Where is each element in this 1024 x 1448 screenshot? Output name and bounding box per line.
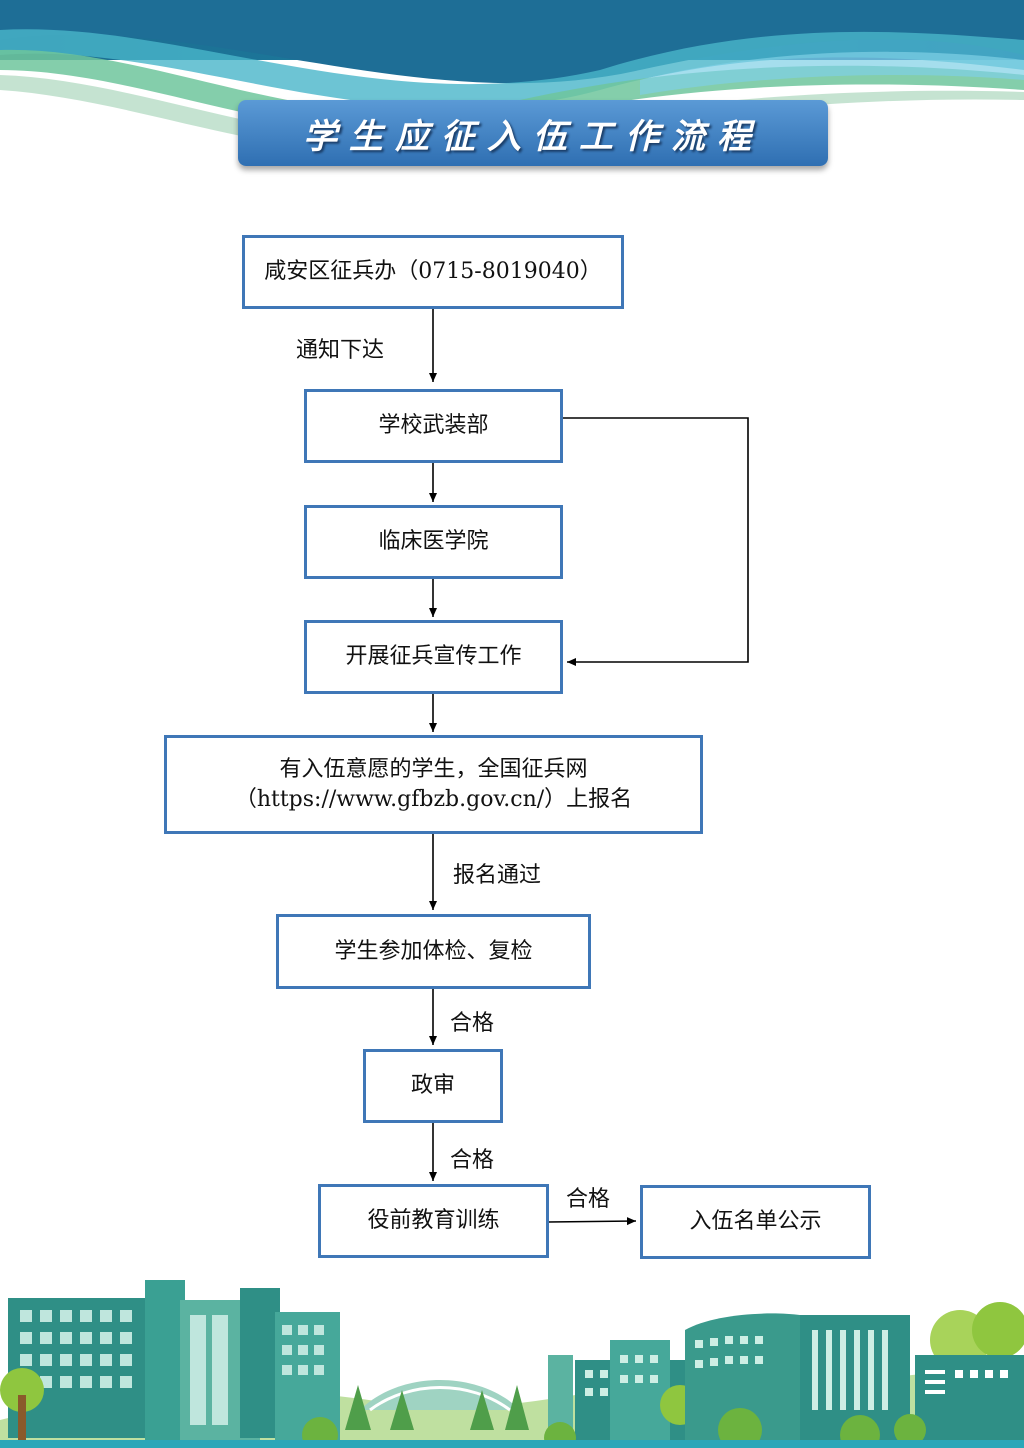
node-public-notice-label: 入伍名单公示 <box>689 1209 822 1235</box>
arrow-school-bypass-to-publicity <box>563 417 749 666</box>
node-school-armed-dept-label: 学校武装部 <box>378 413 489 439</box>
node-publicity: 开展征兵宣传工作 <box>304 620 563 694</box>
node-registration-line1: 有入伍意愿的学生，全国征兵网 <box>279 756 588 782</box>
node-registration-line2: （https://www.gfbzb.gov.cn/）上报名 <box>234 786 633 812</box>
node-physical-exam: 学生参加体检、复检 <box>276 914 591 989</box>
node-political-review: 政审 <box>363 1049 503 1123</box>
edge-label-qualified-2: 合格 <box>450 1148 495 1173</box>
node-registration: 有入伍意愿的学生，全国征兵网 （https://www.gfbzb.gov.cn… <box>164 735 703 834</box>
node-school-armed-dept: 学校武装部 <box>304 389 563 463</box>
node-clinical-college-label: 临床医学院 <box>378 529 489 555</box>
campus-skyline-illustration <box>0 1280 1024 1448</box>
edge-label-notice-issued: 通知下达 <box>296 338 385 363</box>
page-title: 学生应征入伍工作流程 <box>303 116 763 157</box>
node-district-office: 咸安区征兵办（0715-8019040） <box>242 235 624 309</box>
node-pre-service-training: 役前教育训练 <box>318 1184 549 1258</box>
edge-label-registration-passed: 报名通过 <box>453 863 542 888</box>
node-clinical-college: 临床医学院 <box>304 505 563 579</box>
node-pre-service-training-label: 役前教育训练 <box>367 1208 500 1234</box>
title-banner: 学生应征入伍工作流程 <box>238 100 828 166</box>
node-political-review-label: 政审 <box>410 1073 455 1099</box>
node-district-office-label: 咸安区征兵办（0715-8019040） <box>264 259 602 285</box>
arrow-training-to-notice <box>547 1217 637 1226</box>
edge-label-qualified-3: 合格 <box>566 1187 611 1212</box>
node-publicity-label: 开展征兵宣传工作 <box>345 644 522 670</box>
node-public-notice: 入伍名单公示 <box>640 1185 871 1259</box>
edge-label-qualified-1: 合格 <box>450 1011 495 1036</box>
node-physical-exam-label: 学生参加体检、复检 <box>334 938 533 964</box>
